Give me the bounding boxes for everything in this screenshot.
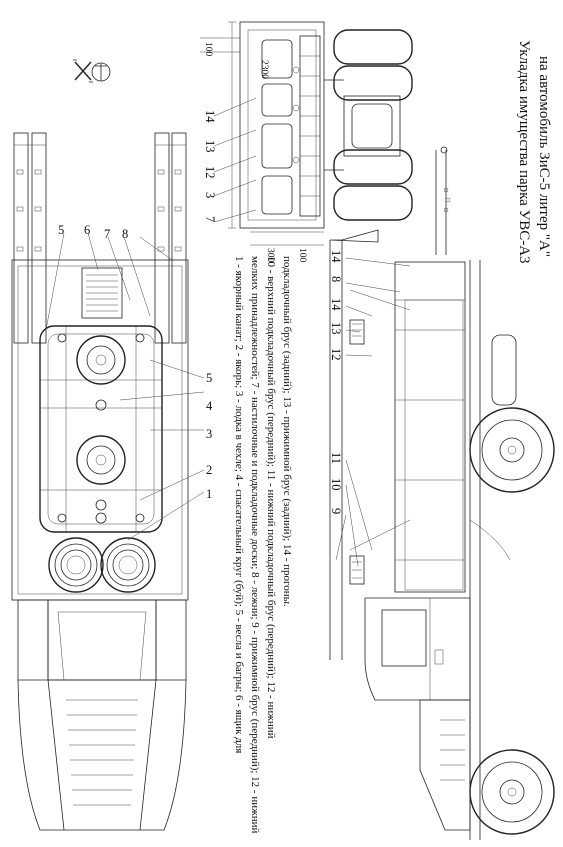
plan-callout-7: 7	[104, 227, 110, 241]
anchor-emblem-icon	[73, 59, 111, 83]
side-callout-14-top: 14	[329, 250, 343, 263]
rear-callout-7: 7	[203, 216, 217, 222]
legend-line-4: подкладочный брус (задний); 13 - прижимн…	[281, 256, 293, 607]
plan-cab	[17, 599, 187, 681]
plan-hood	[17, 679, 187, 831]
side-callout-12: 12	[329, 348, 343, 361]
legend-line-1: 1 - якорный канат; 2 - якорь; 3 - лодка …	[233, 256, 245, 753]
rear-callout-14: 14	[203, 110, 217, 123]
plan-callout-4: 4	[206, 399, 213, 413]
legend-line-3: 10 - верхний подкладочный брус (передний…	[265, 256, 277, 739]
side-callout-13: 13	[329, 322, 343, 335]
tool-box	[81, 267, 123, 319]
plan-callout-6: 6	[84, 223, 90, 237]
life-ring-upper	[76, 335, 126, 385]
dim-300: 300	[265, 248, 275, 263]
life-ring-lower	[76, 435, 126, 485]
anchor-small-icons	[57, 333, 145, 524]
legend-line-2: мелких принадлежностей; 7 - настилочные …	[249, 256, 261, 833]
side-beams	[329, 146, 451, 660]
rear-callout-13: 13	[203, 140, 217, 153]
rear-axle	[324, 29, 413, 221]
plan-view: 5 6 7 8 5 4 3 2 1	[11, 132, 213, 831]
plan-leaders	[45, 232, 205, 541]
dim-100-bottom: 100	[297, 248, 307, 263]
side-callout-8: 8	[329, 276, 343, 282]
plan-callout-8: 8	[122, 227, 128, 241]
front-wheel	[469, 749, 555, 835]
dim-100-top: 100	[203, 42, 213, 57]
side-cab	[364, 597, 471, 701]
plan-callout-5-side: 5	[206, 371, 212, 385]
dim-2300: 2300	[259, 60, 269, 79]
title-line-2: на автомобиль ЗиС-5 литер "А"	[536, 56, 552, 257]
rear-view	[200, 21, 413, 246]
spare-wheel	[491, 334, 517, 406]
plan-callout-1: 1	[206, 487, 212, 501]
plan-callout-5-top: 5	[58, 223, 64, 237]
side-hood	[419, 699, 471, 831]
rear-wheel	[469, 407, 555, 493]
anchor-rope-coil-left	[48, 537, 104, 593]
plan-beams-right	[154, 132, 187, 344]
title-line-1: Укладка имущества парка УВС-А3	[516, 40, 532, 264]
side-callout-10: 10	[329, 478, 343, 491]
anchor-rope-coil-right	[100, 537, 156, 593]
side-cargo	[349, 261, 466, 593]
plan-callout-2: 2	[206, 463, 212, 477]
plan-beams-left	[13, 132, 47, 344]
side-callout-14-mid: 14	[329, 298, 343, 311]
boat-in-cover	[39, 325, 163, 533]
side-view	[329, 146, 555, 840]
side-callout-11: 11	[329, 452, 343, 464]
side-callout-9: 9	[329, 508, 343, 514]
plan-callout-3: 3	[206, 427, 212, 441]
rear-callout-3: 3	[203, 192, 217, 198]
rear-callout-12: 12	[203, 166, 217, 179]
